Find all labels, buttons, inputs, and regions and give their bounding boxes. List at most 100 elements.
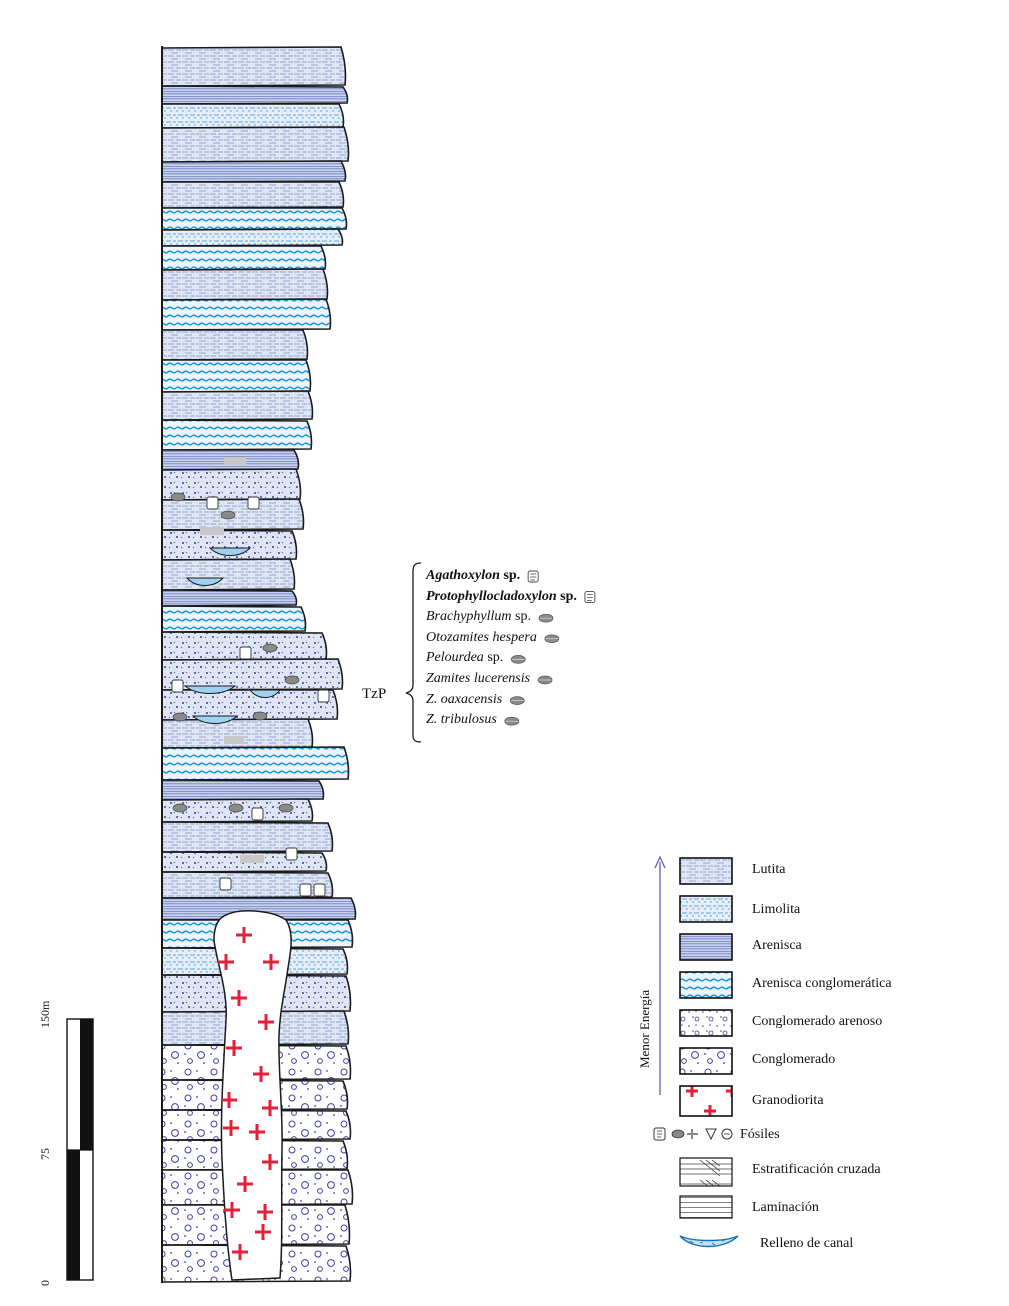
- bed-sandcong: [161, 468, 302, 501]
- formation-bracket: [405, 562, 422, 743]
- bed-sandcong: [161, 529, 298, 561]
- legend-swatch-conglomerado: [679, 1047, 733, 1075]
- wood-fossil-icon: [299, 883, 312, 897]
- legend-label-granodiorita: Granodiorita: [752, 1093, 824, 1108]
- bed-sand: [161, 160, 347, 183]
- wood-fossil-icon: [171, 679, 184, 693]
- channel-fill: [248, 689, 282, 698]
- legend-swatch-limolita: [679, 895, 733, 923]
- granodiorite-cross: [231, 990, 247, 1006]
- taxon-name: Z. oaxacensis: [426, 691, 503, 707]
- legend-label-arenisca-conglomeratica: Arenisca conglomerática: [752, 976, 892, 991]
- legend-label-conglomerado-arenoso: Conglomerado arenoso: [752, 1014, 883, 1029]
- taxon-entry: Pelourdea sp.: [426, 648, 503, 668]
- granodiorite-cross: [224, 1202, 240, 1218]
- channel-fill: [185, 577, 225, 586]
- taxon-entry: Agathoxylon sp.: [426, 566, 520, 586]
- bed-sand: [161, 589, 298, 607]
- bed-shale: [161, 268, 329, 301]
- taxon-suffix: sp.: [556, 588, 577, 604]
- scale-label-150m: 150m: [38, 1000, 52, 1028]
- bed-blueband: [161, 359, 312, 393]
- scale-label-0: 0: [38, 1280, 52, 1286]
- taxon-entry: Brachyphyllum sp.: [426, 607, 531, 627]
- wood-fossil-icon: [584, 591, 596, 604]
- leaf-fossil-icon: [252, 711, 268, 721]
- taxon-suffix: sp.: [499, 568, 521, 583]
- taxon-entry: Z. tribulosus: [426, 710, 497, 730]
- lens-fill: [240, 855, 264, 863]
- leaf-fossil-icon: [228, 803, 244, 813]
- lens-fill: [200, 527, 224, 535]
- leaf-fossil-icon: [504, 716, 520, 726]
- granodiorite-cross: [226, 1040, 242, 1056]
- granodiorite-cross: [263, 954, 279, 970]
- leaf-fossil-icon: [220, 510, 236, 520]
- legend-label-fosiles: Fósiles: [740, 1127, 780, 1142]
- taxa-fossil-icons: [504, 570, 596, 726]
- bed-sand: [161, 897, 357, 921]
- granodiorite-crosses: [218, 927, 279, 1260]
- wood-fossil-icon: [247, 496, 260, 510]
- bed-shale: [161, 558, 296, 591]
- leaf-fossil-icon: [172, 803, 188, 813]
- bed-silt: [161, 228, 344, 247]
- granodiorite-intrusion: [213, 910, 292, 1281]
- channel-fill: [183, 685, 237, 694]
- bed-shale: [161, 46, 347, 87]
- granodiorite-cross: [218, 954, 234, 970]
- taxon-entry: Zamites lucerensis: [426, 669, 530, 689]
- taxon-name: Zamites lucerensis: [426, 671, 531, 686]
- leaf-fossil-icon: [538, 613, 554, 623]
- stratigraphic-column: [161, 46, 357, 1283]
- taxon-entry: Z. oaxacensis: [426, 690, 502, 710]
- granodiorite-cross: [262, 1154, 278, 1170]
- legend-label-arenisca: Arenisca: [752, 938, 802, 953]
- taxon-name: Z. tribulosus: [426, 712, 497, 728]
- bed-silt: [161, 103, 345, 129]
- granodiorite-cross: [257, 1204, 273, 1220]
- bed-shale: [161, 871, 334, 899]
- legend-swatch-laminacion: [679, 1195, 733, 1219]
- granodiorite-cross: [253, 1066, 269, 1082]
- bed-shale: [161, 390, 314, 421]
- wood-fossil-icon: [239, 646, 252, 660]
- legend-label-limolita: Limolita: [752, 902, 801, 917]
- legend-swatch-conglomerado-arenoso: [679, 1009, 733, 1037]
- wood-fossil-icon: [313, 883, 326, 897]
- legend-swatch-cruzada: [679, 1157, 733, 1187]
- bed-blueband: [161, 605, 307, 633]
- lens-fill: [224, 457, 246, 465]
- bed-shale: [161, 181, 345, 209]
- wood-fossil-icon: [317, 689, 330, 703]
- bed-sandcong: [161, 658, 344, 691]
- taxon-name: Otozamites hespera: [426, 629, 537, 645]
- bed-sand: [161, 779, 325, 801]
- bed-blueband: [161, 207, 348, 231]
- granodiorite-cross: [237, 1176, 253, 1192]
- taxon-suffix: sp.: [511, 609, 531, 625]
- legend-label-lutita: Lutita: [752, 862, 786, 877]
- granodiorite-cross: [236, 927, 252, 943]
- legend-label-cruzada: Estratificación cruzada: [752, 1162, 881, 1177]
- channel-fill: [208, 547, 252, 556]
- leaf-fossil-icon: [510, 655, 526, 664]
- bed-blueband: [161, 419, 313, 451]
- granodiorite-cross: [232, 1244, 248, 1260]
- scale-bar: [66, 1018, 94, 1281]
- legend-fossil-symbols: [653, 1127, 733, 1141]
- leaf-fossil-icon: [284, 675, 300, 685]
- bed-sand: [161, 85, 349, 105]
- legend-energy-label: Menor Energía: [637, 989, 652, 1068]
- bed-shale: [161, 329, 309, 361]
- legend-swatches: [653, 857, 739, 1248]
- wood-fossil-icon: [285, 847, 298, 861]
- legend-swatch-arenisca: [679, 933, 733, 961]
- wood-fossil-icon: [206, 496, 219, 510]
- taxon-name: Brachyphyllum: [426, 609, 512, 625]
- granodiorite-cross: [258, 1014, 274, 1030]
- taxon-suffix: sp.: [483, 650, 504, 666]
- bed-blueband: [161, 746, 350, 781]
- wood-fossil-icon: [251, 807, 264, 821]
